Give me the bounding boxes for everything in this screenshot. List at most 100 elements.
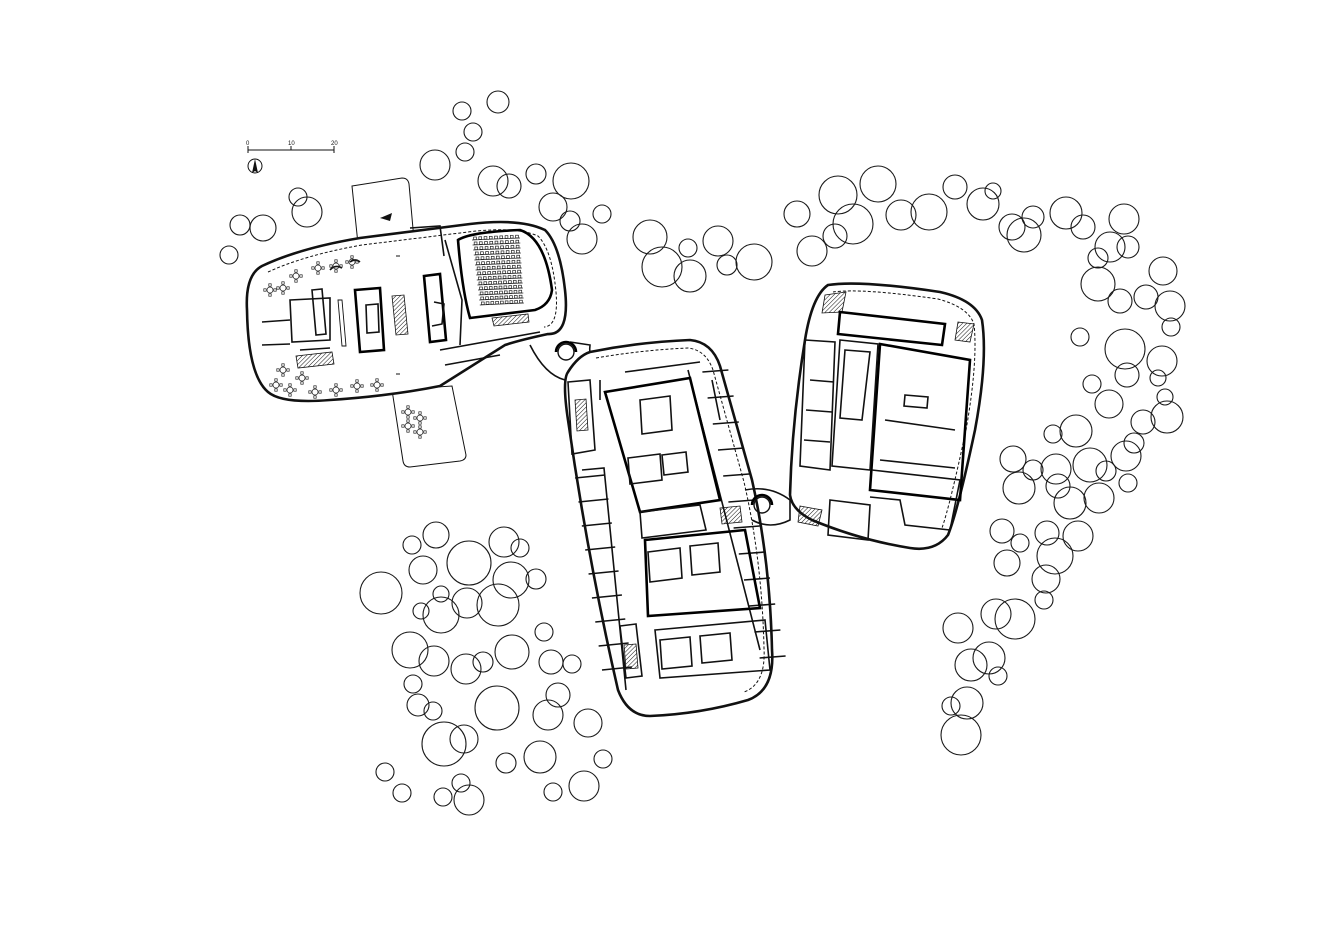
chair bbox=[316, 271, 320, 275]
seat bbox=[483, 281, 488, 285]
seat bbox=[510, 240, 514, 244]
east-building bbox=[788, 282, 986, 550]
tree bbox=[796, 235, 828, 267]
seat bbox=[487, 276, 492, 280]
tree bbox=[716, 254, 738, 276]
tree bbox=[451, 587, 483, 619]
chair bbox=[263, 288, 267, 292]
office-partition bbox=[578, 498, 609, 503]
chair bbox=[411, 410, 415, 414]
seat bbox=[495, 250, 500, 255]
tree bbox=[472, 651, 494, 673]
office-partition bbox=[749, 603, 776, 607]
seat bbox=[490, 255, 495, 260]
seat bbox=[516, 249, 520, 254]
chair bbox=[406, 429, 410, 433]
tree bbox=[359, 571, 403, 615]
seat bbox=[473, 241, 478, 245]
seat bbox=[504, 295, 508, 299]
seat bbox=[512, 270, 516, 274]
seat bbox=[490, 301, 495, 305]
tree bbox=[1080, 266, 1116, 302]
tree bbox=[641, 246, 683, 288]
chair bbox=[288, 393, 292, 397]
tree bbox=[1034, 590, 1054, 610]
seat bbox=[509, 295, 513, 299]
tree bbox=[543, 782, 563, 802]
tree bbox=[566, 223, 598, 255]
chair bbox=[299, 274, 303, 278]
seat bbox=[506, 255, 510, 259]
tree bbox=[391, 631, 429, 669]
seat bbox=[513, 290, 518, 294]
tree bbox=[1049, 196, 1083, 230]
office-partition bbox=[702, 369, 729, 373]
tree bbox=[1110, 440, 1142, 472]
chair bbox=[411, 424, 415, 428]
tree bbox=[940, 714, 982, 756]
chair bbox=[286, 286, 290, 290]
seat bbox=[501, 265, 506, 269]
seat bbox=[505, 245, 510, 249]
tree bbox=[735, 243, 773, 281]
tree bbox=[859, 165, 897, 203]
tree bbox=[492, 561, 530, 599]
tree bbox=[406, 693, 430, 717]
seat bbox=[517, 274, 522, 279]
seat bbox=[499, 235, 504, 239]
seat bbox=[480, 251, 484, 255]
tree bbox=[1123, 432, 1145, 454]
office-partition bbox=[585, 546, 616, 551]
seat bbox=[510, 235, 514, 239]
seat bbox=[512, 275, 517, 279]
tree bbox=[486, 90, 510, 114]
seat bbox=[504, 300, 509, 304]
tree bbox=[702, 225, 734, 257]
link-bridge-east bbox=[744, 487, 791, 526]
tree bbox=[1118, 473, 1138, 493]
chair bbox=[274, 378, 278, 382]
corridor-wall bbox=[581, 467, 627, 691]
auditorium-wall bbox=[456, 228, 554, 320]
tree bbox=[412, 602, 430, 620]
tree bbox=[421, 721, 467, 767]
table bbox=[353, 382, 361, 390]
chair bbox=[268, 293, 272, 297]
tree bbox=[989, 518, 1015, 544]
chair bbox=[355, 260, 359, 264]
office-partition bbox=[581, 522, 612, 527]
chair bbox=[406, 405, 410, 409]
seat bbox=[500, 250, 505, 254]
seat bbox=[505, 240, 509, 244]
tree bbox=[999, 445, 1027, 473]
auditorium-seating bbox=[471, 234, 524, 306]
chair bbox=[281, 281, 285, 285]
seat bbox=[498, 285, 503, 290]
tree bbox=[980, 598, 1012, 630]
seat bbox=[476, 266, 481, 270]
tree bbox=[984, 182, 1002, 200]
seat bbox=[513, 285, 517, 289]
table bbox=[298, 374, 306, 382]
seat bbox=[518, 289, 523, 294]
tree bbox=[993, 549, 1021, 577]
east-building-shell bbox=[788, 282, 986, 550]
table bbox=[266, 286, 274, 294]
seat bbox=[485, 301, 490, 305]
office-partition bbox=[598, 642, 629, 647]
table bbox=[332, 262, 340, 270]
tree bbox=[1107, 288, 1133, 314]
seat bbox=[480, 256, 485, 260]
chair bbox=[313, 385, 317, 389]
tree bbox=[418, 645, 450, 677]
tree bbox=[1148, 256, 1178, 286]
landscape-trees bbox=[219, 90, 1186, 816]
tree bbox=[1154, 290, 1186, 322]
seat bbox=[498, 280, 502, 285]
tree bbox=[1010, 533, 1030, 553]
seat bbox=[479, 246, 484, 250]
seat bbox=[475, 256, 480, 260]
north-arrow-icon bbox=[247, 158, 263, 174]
tree bbox=[988, 666, 1008, 686]
tree bbox=[1040, 453, 1072, 485]
